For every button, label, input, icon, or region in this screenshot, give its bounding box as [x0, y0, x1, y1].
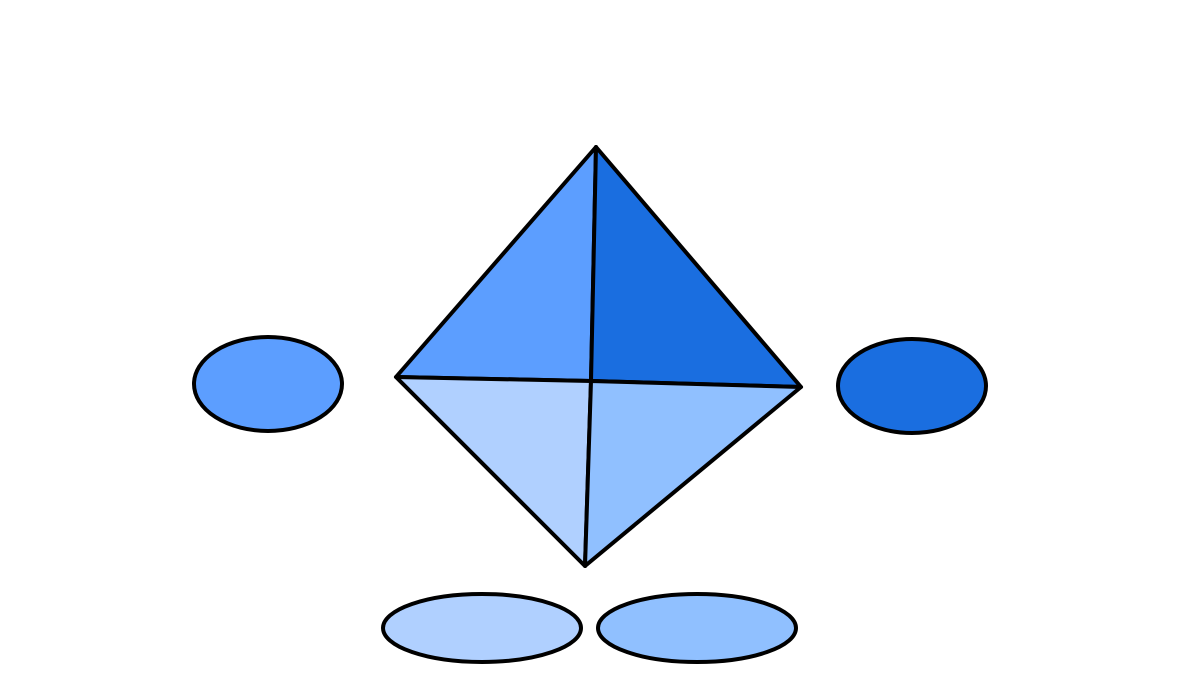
ellipses — [192, 335, 988, 664]
diamond — [394, 145, 803, 568]
diamond-quadrant-top-right — [589, 145, 803, 389]
diamond-quadrant-bottom-right — [583, 379, 803, 568]
ellipse-bottom-left — [381, 592, 583, 664]
diamond-quadrant-bottom-left — [394, 375, 593, 568]
diamond-quadrant-top-left — [394, 145, 598, 383]
ellipse-bottom-right — [596, 592, 798, 664]
ellipse-left — [192, 335, 344, 433]
ellipse-right — [836, 337, 988, 435]
